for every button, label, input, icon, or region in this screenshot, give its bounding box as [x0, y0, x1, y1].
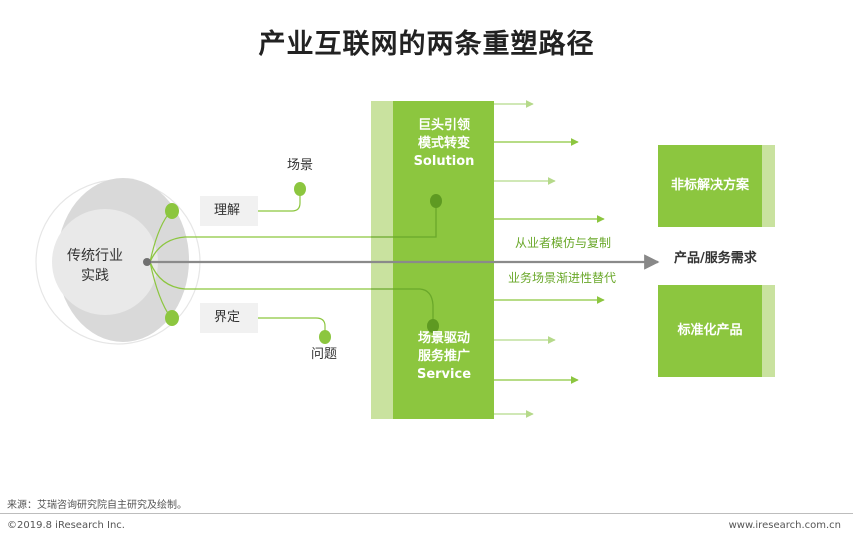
upper-box-dot: [430, 194, 442, 208]
footer-divider: [0, 513, 853, 514]
understand-tag: 理解: [214, 203, 241, 218]
traditional-practice-label: 传统行业 实践: [55, 246, 135, 287]
service-box-label: 场景驱动 服务推广 Service: [394, 330, 494, 385]
solution-line3: Solution: [413, 154, 475, 170]
page-title: 产业互联网的两条重塑路径: [258, 29, 595, 60]
scenario-label: 场景: [287, 158, 314, 173]
service-line1: 场景驱动: [417, 331, 470, 346]
standard-product-label: 标准化产品: [677, 323, 743, 338]
understand-tag-bg: [200, 196, 258, 226]
lower-box-dot: [427, 319, 439, 333]
lower-path-in-box: [371, 288, 434, 325]
origin-dot: [143, 258, 151, 266]
upper-path-in-box: [371, 204, 437, 238]
central-box-front: [393, 101, 494, 419]
problem-connector: [258, 317, 326, 334]
service-line3: Service: [416, 367, 472, 383]
demand-label: 产品/服务需求: [674, 251, 757, 266]
source-note: 来源：艾瑞咨询研究院自主研究及绘制。: [7, 500, 187, 511]
standard-box: [658, 285, 762, 377]
problem-dot: [319, 330, 331, 344]
copyright: ©2019.8 iResearch Inc.: [7, 520, 125, 531]
scenario-connector: [258, 189, 301, 212]
nonstandard-solution-label: 非标解决方案: [670, 178, 749, 193]
website-url: www.iresearch.com.cn: [728, 520, 841, 531]
imitation-path-label: 从业者模仿与复制: [515, 236, 612, 250]
define-tag-bg: [200, 303, 258, 333]
upper-path-connector: [149, 204, 437, 263]
practice-circle-inner: [52, 209, 158, 315]
define-tag: 界定: [214, 310, 241, 325]
understand-dot: [165, 203, 179, 219]
nonstandard-box: [658, 145, 762, 227]
replacement-path-label: 业务场景渐进性替代: [508, 271, 617, 285]
solution-line1: 巨头引领: [417, 118, 470, 133]
problem-label: 问题: [311, 347, 338, 362]
scenario-dot: [294, 182, 306, 196]
traditional-practice-line2: 实践: [81, 268, 109, 285]
traditional-practice-line1: 传统行业: [67, 248, 123, 264]
solution-line2: 模式转变: [417, 136, 470, 152]
service-line2: 服务推广: [417, 349, 470, 365]
solution-box-label: 巨头引领 模式转变 Solution: [394, 117, 494, 172]
define-dot: [165, 310, 179, 326]
